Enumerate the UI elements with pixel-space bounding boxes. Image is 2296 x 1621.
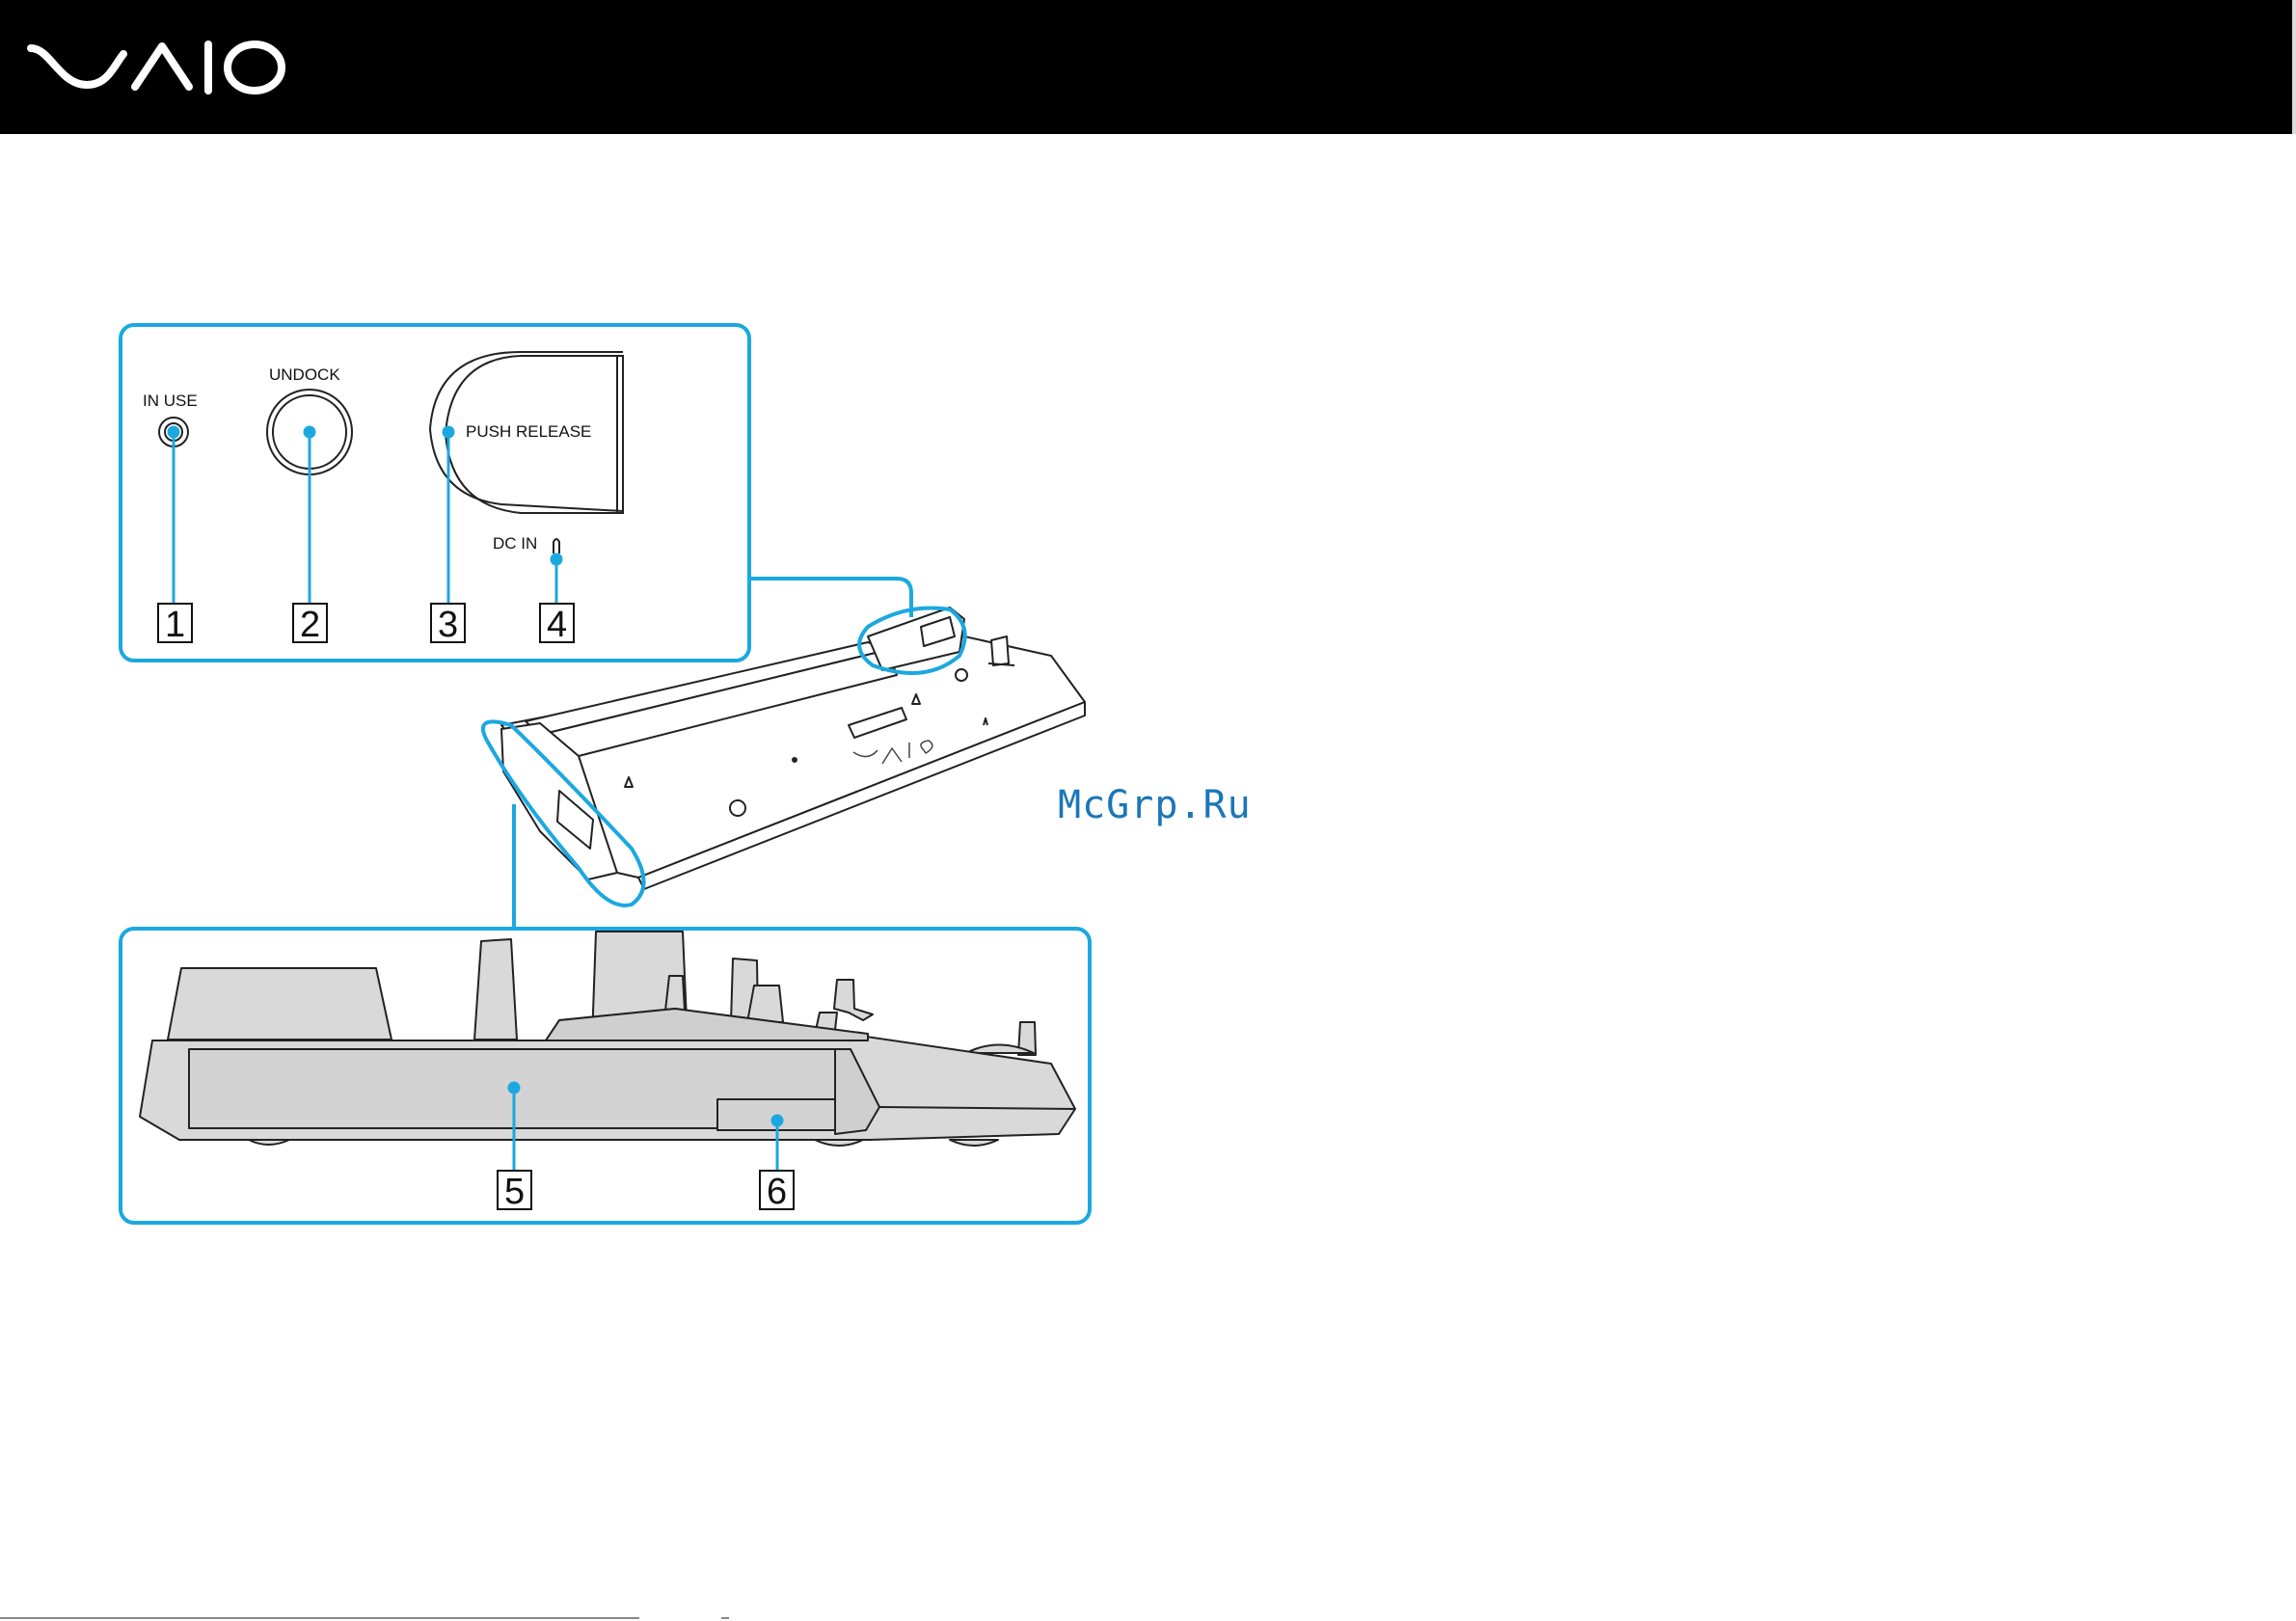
dc-in-port: [554, 539, 559, 554]
in-use-label: IN USE: [143, 392, 198, 410]
callout-4-number: 4: [547, 605, 567, 645]
callout-3-number: 3: [438, 605, 458, 645]
callout-6-number: 6: [767, 1172, 787, 1212]
undock-label: UNDOCK: [269, 365, 340, 384]
watermark: McGrp.Ru: [1058, 783, 1252, 827]
push-release-label: PUSH RELEASE: [466, 422, 591, 441]
callout-1-number: 1: [165, 605, 185, 645]
callout-2-dot: [305, 427, 314, 437]
callout-4-dot: [552, 554, 561, 564]
callout-2-number: 2: [300, 605, 320, 645]
callout-5-number: 5: [504, 1172, 525, 1212]
dock-side-view: [140, 932, 1075, 1146]
footer-tick: [721, 1617, 729, 1619]
top-panel-leader: [749, 579, 911, 617]
callout-3-dot: [444, 427, 453, 437]
footer-rule: [0, 1617, 639, 1619]
callout-5-dot: [509, 1083, 519, 1093]
dc-in-label: DC IN: [493, 534, 537, 553]
callout-6-dot: [772, 1116, 782, 1125]
callout-1-dot: [169, 427, 178, 437]
docking-station-body: [501, 608, 1085, 889]
